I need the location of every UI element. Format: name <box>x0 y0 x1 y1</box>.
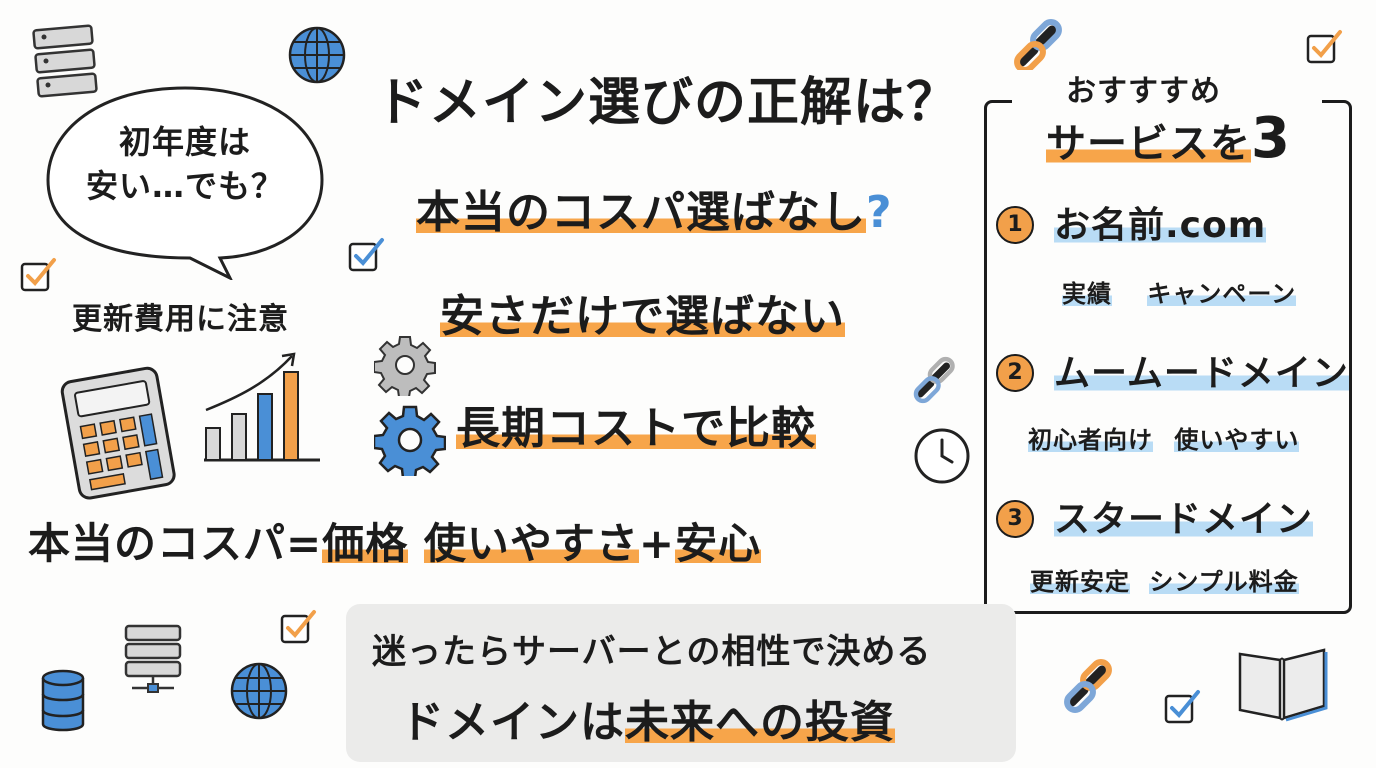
conclusion-line-2b: 未来への投資 <box>625 697 895 748</box>
item-2-name-text: ムームードメイン <box>1054 353 1349 394</box>
checkbox-icon <box>280 610 316 644</box>
globe-icon <box>230 662 288 720</box>
gear-icon <box>374 336 436 396</box>
item-3-name: スタードメイン <box>1054 490 1314 542</box>
page-title: ドメイン選びの正解は？ <box>376 73 960 133</box>
point-3-text: 長期コストで比較 <box>456 403 816 454</box>
item-1-number: 1 <box>996 206 1034 244</box>
item-3-name-text: スタードメイン <box>1054 499 1314 540</box>
item-3-tag-1: 更新安定 <box>1030 568 1130 596</box>
checkbox-icon <box>1164 690 1200 724</box>
globe-icon <box>288 26 346 84</box>
recommend-heading-2-text: サービスを <box>1046 121 1251 167</box>
point-2: 安さだけで選ばない <box>440 280 845 344</box>
item-3-number: 3 <box>996 500 1034 538</box>
bubble-text: 初年度は 安い…でも？ <box>50 120 320 208</box>
item-1-tags: 実績 キャンペーン <box>1062 274 1297 309</box>
conclusion-line-2: ドメインは未来への投資 <box>400 686 895 750</box>
item-3-tag-2: シンプル料金 <box>1149 568 1299 596</box>
point-1-text: 本当のコスパ選ばなし <box>416 187 866 238</box>
item-2-tag-1: 初心者向け <box>1028 426 1153 454</box>
item-2-tags: 初心者向け 使いやすい <box>1028 420 1300 455</box>
server-icon <box>124 624 182 693</box>
database-icon <box>41 669 85 732</box>
chain-link-icon <box>1064 659 1112 713</box>
clock-icon <box>914 428 970 484</box>
conclusion-line-2a: ドメインは <box>400 697 625 748</box>
formula-usability: 使いやすさ <box>423 519 639 568</box>
point-1: 本当のコスパ選ばなし? <box>416 176 893 240</box>
checkbox-icon <box>348 238 384 272</box>
formula-price: 価格 <box>322 519 409 568</box>
bar-chart-icon <box>204 352 320 462</box>
formula-eq: = <box>286 519 323 568</box>
item-1-name-text: お名前.com <box>1054 205 1267 246</box>
recommend-heading-2: サービスを3 <box>1046 106 1291 171</box>
formula-plus: + <box>638 519 676 568</box>
chain-link-icon <box>913 356 955 404</box>
server-icon <box>32 24 98 98</box>
bubble-line-2: 安い…でも？ <box>85 167 284 205</box>
item-1-tag-1: 実績 <box>1062 280 1112 308</box>
point-3: 長期コストで比較 <box>456 392 816 456</box>
formula-safety: 安心 <box>675 519 762 568</box>
item-1-name: お名前.com <box>1054 196 1267 248</box>
item-1-tag-2: キャンペーン <box>1147 280 1297 308</box>
item-2-name: ムームードメイン <box>1054 344 1349 396</box>
checkbox-icon <box>1306 30 1342 64</box>
book-icon <box>1238 648 1328 722</box>
speech-bubble <box>46 86 324 280</box>
gear-icon <box>374 405 446 476</box>
renewal-note: 更新費用に注意 <box>72 302 289 337</box>
item-2-tag-2: 使いやすい <box>1174 426 1300 454</box>
chain-link-icon <box>1014 19 1062 73</box>
conclusion-line-1: 迷ったらサーバーとの相性で決める <box>372 632 932 672</box>
item-2-number: 2 <box>996 354 1034 392</box>
bubble-line-1: 初年度は <box>118 123 251 161</box>
calculator-icon <box>60 366 176 500</box>
question-mark-icon: ? <box>866 187 893 238</box>
checkbox-icon <box>20 258 56 292</box>
formula-lhs: 本当のコスパ <box>28 519 287 568</box>
formula: 本当のコスパ=価格 使いやすさ+安心 <box>28 510 762 571</box>
recommend-heading-num: 3 <box>1251 106 1291 171</box>
item-3-tags: 更新安定 シンプル料金 <box>1030 562 1299 597</box>
recommend-heading-1: おすすすめ <box>1066 74 1221 109</box>
point-2-text: 安さだけで選ばない <box>440 291 845 342</box>
